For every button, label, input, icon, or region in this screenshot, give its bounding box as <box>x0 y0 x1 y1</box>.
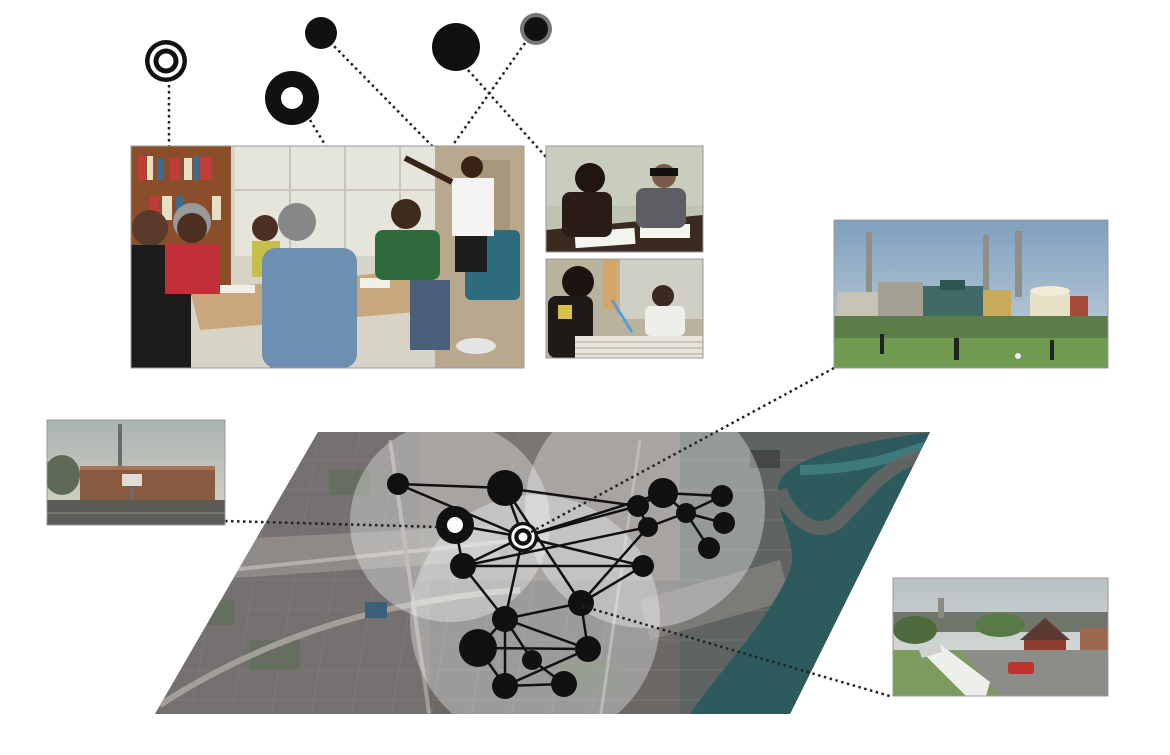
leader-largedot-to-residents <box>467 69 573 187</box>
network-node <box>459 629 497 667</box>
network-edge <box>504 617 589 651</box>
photo-residents-writing <box>546 146 703 252</box>
network-edge <box>522 535 644 568</box>
ring-icon <box>265 71 319 125</box>
network-node <box>676 503 696 523</box>
photo-neighborhood-houses <box>893 578 1108 696</box>
network-node <box>492 606 518 632</box>
network-node-ring <box>436 506 474 544</box>
network-node <box>450 553 476 579</box>
network-node <box>711 485 733 507</box>
photo-roadside-building <box>47 420 225 525</box>
network-node <box>698 537 720 559</box>
photo-frames <box>46 145 1109 697</box>
network-node <box>522 650 542 670</box>
network-node <box>575 636 601 662</box>
network-node <box>632 555 654 577</box>
photo-power-plant-field <box>834 220 1108 368</box>
leader-smalldot-to-meeting <box>329 41 439 153</box>
network-node <box>568 590 594 616</box>
network-edge <box>580 526 649 604</box>
outlined-dot-icon <box>520 13 552 45</box>
network-edge <box>504 647 589 688</box>
network-node <box>487 470 523 506</box>
network-node <box>551 671 577 697</box>
small-dot-icon <box>305 17 337 49</box>
network-node <box>638 517 658 537</box>
leader-node-to-neighborhood <box>581 604 894 699</box>
network-node <box>492 673 518 699</box>
network-nodes <box>387 470 735 699</box>
network-node <box>713 512 735 534</box>
network-edge <box>504 486 639 508</box>
photo-residents-notetaking <box>546 259 703 358</box>
large-dot-icon <box>432 23 480 71</box>
photo-community-meeting <box>131 146 524 368</box>
network-node-target <box>508 522 538 552</box>
network-node <box>387 473 409 495</box>
target-ring-icon <box>145 40 187 82</box>
network-edge <box>503 487 583 604</box>
network-edge <box>462 525 649 568</box>
network-node <box>627 495 649 517</box>
network-node <box>648 478 678 508</box>
legend-symbols <box>145 13 552 125</box>
